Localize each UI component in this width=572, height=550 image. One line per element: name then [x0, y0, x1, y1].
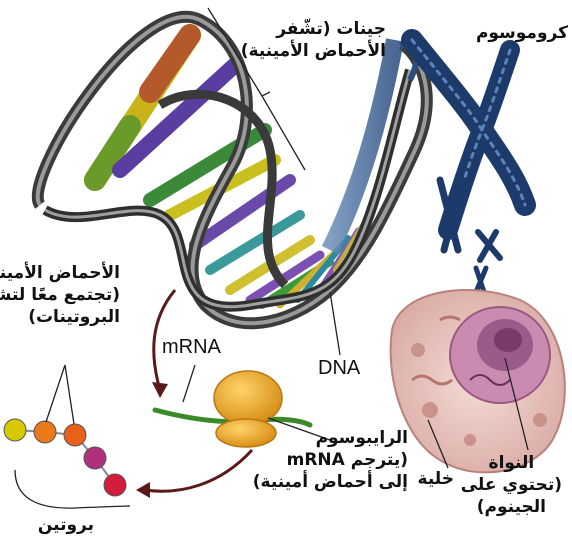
amino-acids-label: الأحماض الأمينية(تجتمع معًا لتشكلالبروتي…: [0, 262, 120, 328]
cell-label: خلية: [418, 468, 454, 490]
chromosome-label: كروموسوم: [476, 22, 568, 44]
amino-acid-bead: [34, 421, 56, 443]
amino-acid-bead: [4, 419, 26, 441]
chromosome-icon: [412, 40, 525, 230]
arrow-head-icon: [152, 382, 168, 398]
amino-acid-bead: [84, 447, 106, 469]
arrow-head-icon: [136, 482, 150, 498]
dna-label: DNA: [318, 357, 360, 379]
protein-label: بروتين: [38, 514, 94, 536]
protein-chain: [4, 419, 126, 496]
mrna-label: mRNA: [162, 336, 221, 358]
amino-acid-bead: [64, 424, 86, 446]
nucleus-icon: [450, 307, 550, 403]
amino-acid-bead: [104, 474, 126, 496]
